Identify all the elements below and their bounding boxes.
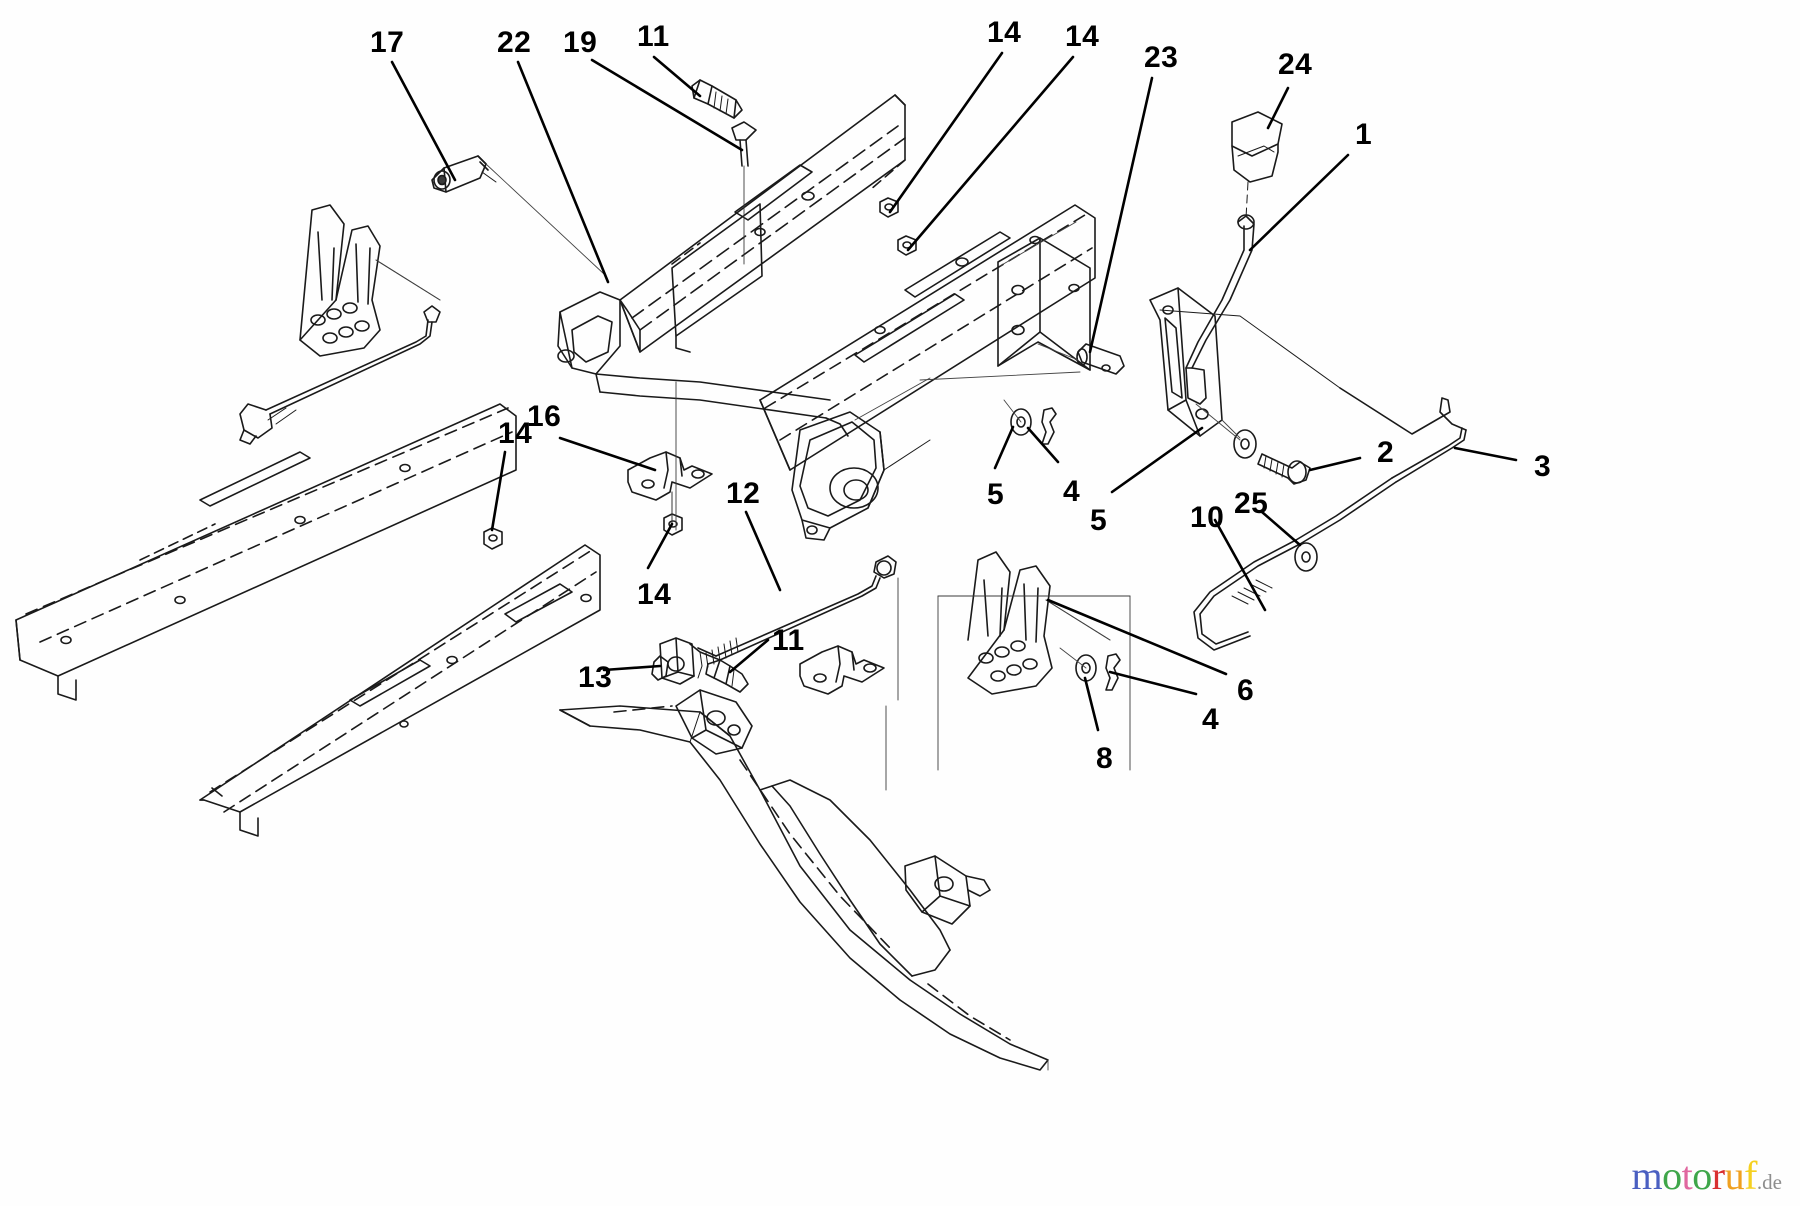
leader-6: [1046, 598, 1228, 676]
right-frame-rail: [759, 204, 1096, 471]
rod-end-clevis-17: [431, 155, 497, 193]
leader-14d: [646, 522, 674, 570]
left-pedal-bracket: [299, 204, 441, 357]
watermark-letter-u: u: [1724, 1153, 1745, 1198]
u-clamp-16-lower: [799, 645, 885, 695]
callout-4-13: 4: [1063, 475, 1081, 508]
callout-2-15: 2: [1377, 436, 1395, 469]
shift-lever-knob-24: [1231, 111, 1283, 219]
left-frame-rail-upper: [15, 403, 517, 701]
leader-8: [1083, 676, 1100, 732]
leader-12: [744, 510, 782, 592]
left-frame-rail-lower: [199, 544, 601, 837]
leader-23: [1088, 76, 1154, 354]
callout-22-1: 22: [497, 26, 532, 59]
watermark-letter-t: t: [1681, 1153, 1693, 1198]
leader-14a: [888, 51, 1004, 214]
leader-2: [1308, 456, 1362, 472]
callout-11-20: 11: [772, 624, 805, 657]
callout-1-8: 1: [1355, 118, 1373, 151]
leader-14c: [490, 450, 507, 532]
leader-1: [1248, 153, 1350, 252]
callout-3-16: 3: [1534, 450, 1552, 483]
rail-gusset-plate: [671, 203, 763, 353]
callout-13-21: 13: [578, 661, 613, 694]
callout-14-4: 14: [987, 16, 1022, 49]
leader-5b: [1110, 426, 1204, 494]
leader-16: [558, 436, 657, 472]
callout-17-0: 17: [370, 26, 405, 59]
leader-17: [390, 60, 457, 182]
watermark-letter-m: m: [1631, 1153, 1663, 1198]
callout-11-3: 11: [637, 20, 670, 53]
washer-25: [1294, 542, 1318, 572]
washer-bolt-2: [1233, 429, 1311, 485]
leader-19: [590, 58, 744, 152]
retaining-clip-4-lower: [1105, 653, 1121, 691]
callout-10-17: 10: [1190, 501, 1225, 534]
callout-5-14: 5: [1090, 504, 1108, 537]
foot-platform-deck: [559, 689, 1049, 1071]
leader-10: [1213, 518, 1267, 612]
watermark-letter-o1: o: [1662, 1153, 1682, 1198]
watermark-letter-f: f: [1744, 1153, 1757, 1198]
leader-14b: [906, 55, 1075, 252]
callout-14-5: 14: [1065, 20, 1100, 53]
callout-14-10: 14: [498, 417, 533, 450]
callout-8-24: 8: [1096, 742, 1114, 775]
retaining-clip-4-upper: [1041, 407, 1057, 445]
callout-24-7: 24: [1278, 48, 1313, 81]
leader-11a: [652, 55, 702, 98]
bolt-11-upper: [691, 79, 743, 119]
callout-5-12: 5: [987, 478, 1005, 511]
leader-25: [1260, 510, 1302, 547]
callout-23-6: 23: [1144, 41, 1179, 74]
watermark-letter-o2: o: [1692, 1153, 1712, 1198]
left-return-rod: [239, 305, 441, 445]
leader-11b: [728, 638, 770, 674]
watermark-letter-r: r: [1711, 1153, 1725, 1198]
callout-16-9: 16: [527, 400, 562, 433]
carriage-bolt-19: [731, 121, 757, 167]
washer-5-upper: [1010, 408, 1032, 436]
watermark-suffix: .de: [1756, 1170, 1782, 1194]
center-cam-plate: [791, 411, 931, 541]
motoruf-watermark: motoruf.de: [1632, 1156, 1782, 1196]
leader-4b: [1108, 670, 1198, 696]
callout-4-23: 4: [1202, 703, 1220, 736]
spacer-pin-23: [1076, 343, 1125, 375]
right-mounting-bracket: [997, 237, 1091, 371]
callout-25-18: 25: [1234, 487, 1269, 520]
center-pivot-bellcrank: [557, 291, 849, 437]
lower-rod-assembly: [689, 555, 897, 679]
leader-22: [516, 60, 610, 284]
leader-4a: [1026, 426, 1060, 464]
callout-12-11: 12: [726, 477, 761, 510]
callout-19-2: 19: [563, 26, 598, 59]
shift-lever-rod-1: [1185, 214, 1255, 405]
leader-3: [1453, 446, 1518, 462]
leader-13: [602, 664, 662, 672]
callout-14-19: 14: [637, 578, 672, 611]
clevis-13: [651, 637, 749, 693]
leader-24: [1266, 86, 1290, 130]
callout-6-22: 6: [1237, 674, 1255, 707]
long-bent-rod-3: [1159, 309, 1467, 651]
leader-5a: [993, 425, 1015, 470]
